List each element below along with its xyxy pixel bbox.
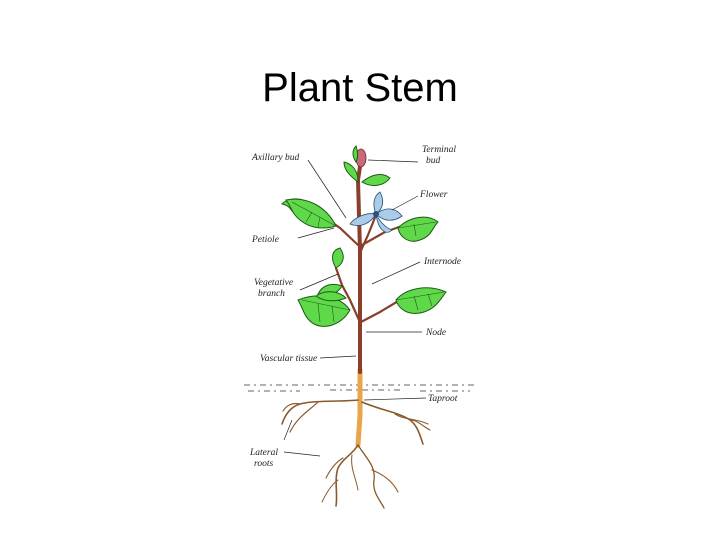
label-internode: Internode	[423, 257, 461, 267]
leader-vegetative-branch	[299, 273, 339, 291]
main-stem	[355, 158, 363, 374]
vegetative-branch	[334, 266, 361, 322]
node-branch-right	[359, 298, 402, 324]
leader-axillary-bud	[307, 159, 347, 219]
label-taproot: Taproot	[428, 394, 458, 404]
leader-flower	[391, 195, 419, 211]
leader-internode	[371, 261, 421, 285]
leader-lateral-roots	[283, 419, 321, 457]
leaf-upper-left-big	[285, 198, 337, 229]
leader-terminal-bud	[367, 159, 419, 163]
leader-taproot	[363, 397, 427, 401]
label-vegetative-branch-line2: branch	[258, 289, 285, 299]
label-lateral-roots-line1: Lateral	[249, 448, 278, 458]
label-lateral-roots-line2: roots	[254, 459, 273, 469]
slide-title: Plant Stem	[262, 66, 458, 110]
label-vegetative-branch-line1: Vegetative	[254, 278, 293, 288]
leader-vascular-tissue	[319, 355, 357, 359]
terminal-bud	[352, 145, 367, 168]
label-petiole: Petiole	[251, 235, 279, 245]
label-terminal-bud-line1: Terminal	[422, 145, 456, 155]
leaf-right	[397, 216, 439, 242]
leaf-lower-left	[297, 295, 351, 327]
leader-petiole	[297, 227, 335, 239]
label-flower: Flower	[419, 190, 448, 200]
label-vascular-tissue: Vascular tissue	[260, 354, 317, 364]
leaf-vegetative-small	[315, 247, 347, 302]
label-terminal-bud-line2: bud	[426, 156, 441, 166]
soil-line-2	[248, 389, 470, 392]
leaf-mid-right	[395, 287, 447, 314]
root-system	[281, 367, 431, 509]
label-axillary-bud: Axillary bud	[251, 153, 299, 163]
flower-branch	[357, 213, 378, 257]
leaf-top	[343, 161, 391, 186]
label-node: Node	[425, 328, 446, 338]
flower	[349, 191, 403, 233]
